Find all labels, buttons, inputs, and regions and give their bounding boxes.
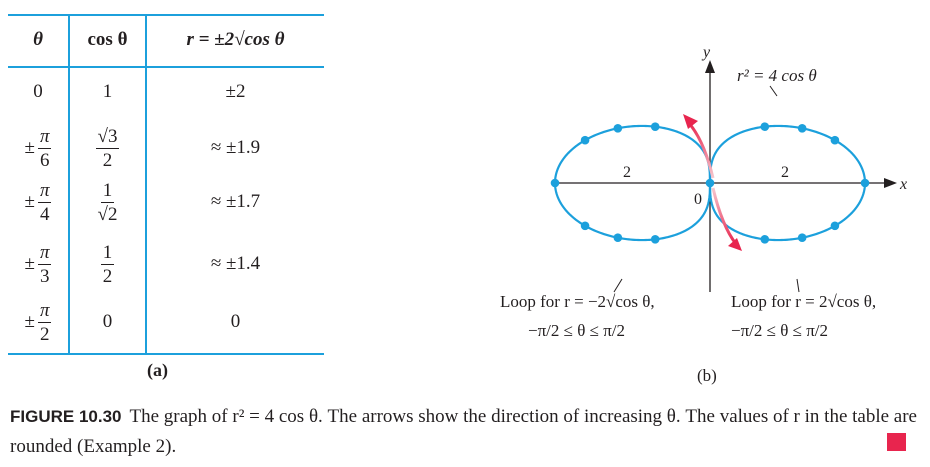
curve-point: [797, 233, 807, 242]
cos-cell: 1: [102, 81, 113, 102]
header-theta: θ: [33, 29, 43, 50]
direction-arrow-down-icon: [728, 238, 742, 251]
loop-right-range: −π/2 ≤ θ ≤ π/2: [731, 321, 828, 340]
curve-point: [760, 122, 770, 131]
header-cos: cos θ: [87, 29, 128, 50]
leader-line-equation: [769, 85, 778, 97]
table-top-rule: [8, 14, 324, 16]
r-cell: ≈ ±1.7: [210, 191, 261, 212]
loop-left-range: −π/2 ≤ θ ≤ π/2: [528, 321, 625, 340]
x-axis-label: x: [899, 176, 907, 193]
panel-label-b: (b): [697, 366, 717, 385]
loop-right-label: Loop for r = 2√cos θ,: [731, 292, 876, 311]
curve-point: [830, 135, 840, 145]
curve-point: [580, 221, 590, 231]
loop-left-label: Loop for r = −2√cos θ,: [500, 292, 655, 311]
curve-point: [760, 235, 770, 244]
cos-cell: 0: [102, 311, 113, 332]
table-bottom-rule: [8, 353, 324, 355]
curve-point: [580, 135, 590, 145]
end-of-example-mark: [887, 433, 906, 451]
curve-point: [797, 124, 807, 133]
tick-left-label: 2: [623, 164, 631, 181]
curve-point: [613, 233, 623, 242]
table-header-rule: [8, 66, 324, 68]
origin-label: 0: [694, 191, 702, 208]
figure-number: FIGURE 10.30: [10, 407, 122, 426]
leader-line-right: [796, 278, 800, 293]
panel-label-a: (a): [147, 360, 168, 380]
cos-cell: 1√2: [97, 179, 118, 225]
curve-point: [650, 235, 660, 244]
curve-point: [550, 178, 560, 188]
theta-cell: 0: [33, 81, 43, 102]
leader-line-left: [613, 278, 623, 293]
direction-arrow-up-icon: [683, 114, 698, 129]
y-axis-arrow-icon: [705, 60, 715, 73]
curve-points: [550, 122, 870, 244]
curve-point: [830, 221, 840, 231]
x-axis-arrow-icon: [884, 178, 897, 188]
header-r: r = ±2√cos θ: [186, 29, 285, 50]
table-column-rule: [145, 14, 147, 355]
curve-point: [613, 124, 623, 133]
curve-point: [650, 122, 660, 131]
table-column-rule: [68, 14, 70, 355]
r-cell: ±2: [225, 81, 246, 102]
tick-right-label: 2: [781, 164, 789, 181]
equation-label: r² = 4 cos θ: [737, 66, 817, 85]
origin-point: [705, 178, 715, 188]
y-axis-label: y: [701, 44, 711, 61]
r-cell: ≈ ±1.4: [210, 253, 261, 274]
caption-text: The graph of r² = 4 cos θ. The arrows sh…: [10, 406, 917, 457]
lemniscate-graph: y x 0 2 2 r² = 4 cos θ Loop for r = −2√c…: [500, 44, 907, 385]
curve-point: [860, 178, 870, 188]
r-cell: ≈ ±1.9: [210, 137, 261, 158]
r-cell: 0: [230, 311, 241, 332]
direction-arrow-down: [711, 187, 738, 245]
